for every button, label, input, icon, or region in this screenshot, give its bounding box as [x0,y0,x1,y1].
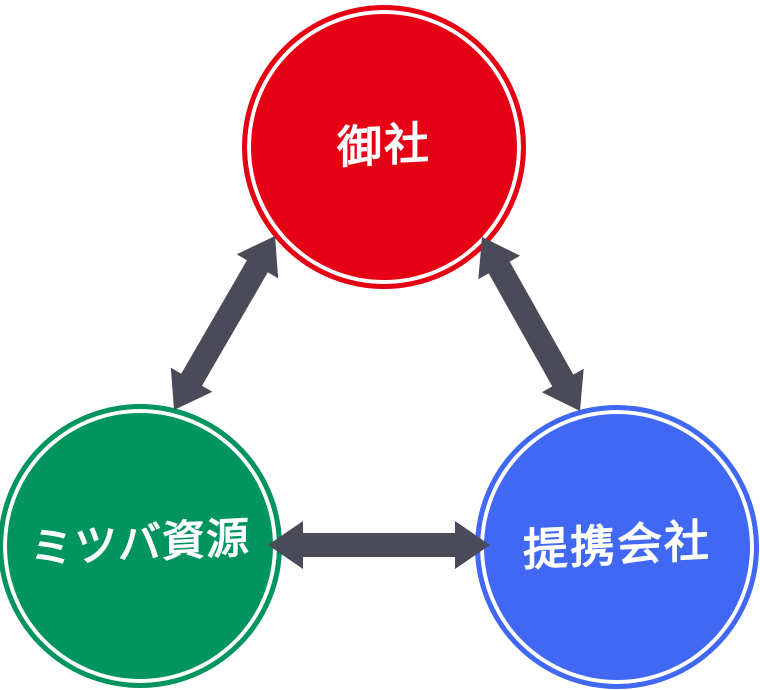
bidirectional-arrow-top-left-icon [170,236,279,410]
node-your-company: 御社 [242,5,526,289]
node-partner-company-label: 提携会社 [522,514,711,576]
bidirectional-arrow-horizontal-icon [268,521,490,569]
node-mitsuba-shigen-label: ミツバ資源 [30,513,250,574]
node-partner-company: 提携会社 [475,405,759,689]
bidirectional-arrow-top-right-icon [478,237,584,411]
node-mitsuba-shigen: ミツバ資源 [0,404,282,688]
node-your-company-label: 御社 [336,117,431,173]
